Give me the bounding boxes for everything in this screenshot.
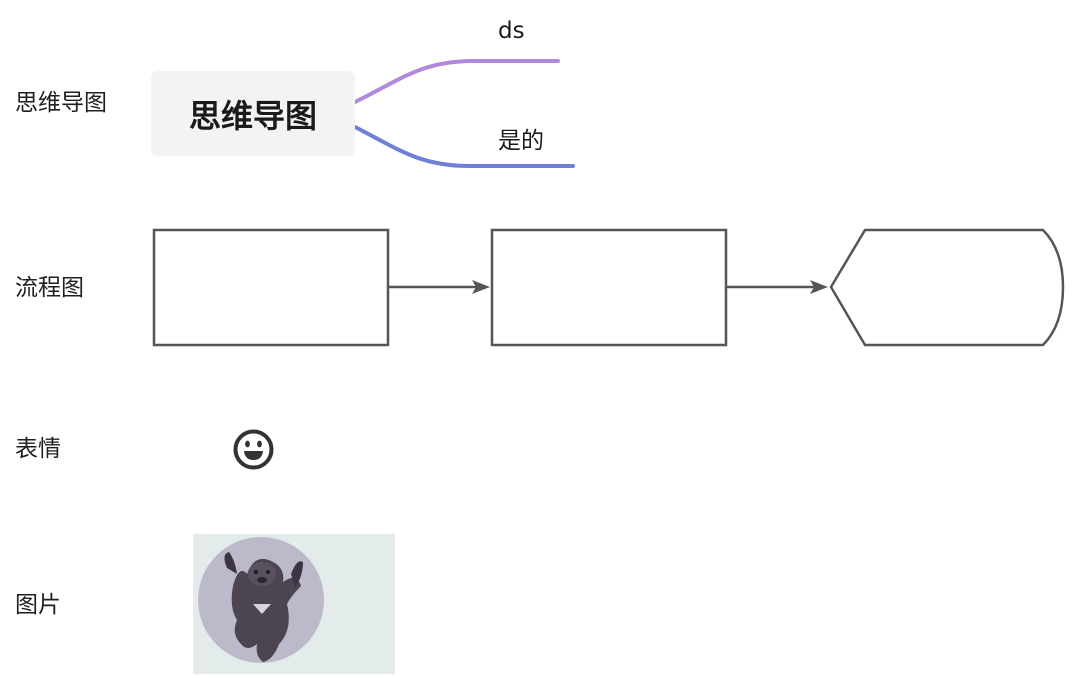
flow-arrowhead-1 <box>472 280 490 294</box>
flow-process-box-1[interactable] <box>152 228 390 347</box>
flow-process-box-2[interactable] <box>490 228 728 347</box>
label-emoji: 表情 <box>15 436 61 462</box>
mindmap-branch-1 <box>353 59 560 104</box>
mindmap-root-node[interactable]: 思维导图 <box>151 71 355 156</box>
label-mindmap: 思维导图 <box>15 90 107 116</box>
label-flowchart: 流程图 <box>15 275 84 301</box>
mindmap-branch-2 <box>353 125 575 168</box>
mindmap-child-node-2[interactable]: 是的 <box>498 128 544 154</box>
grinning-face-icon[interactable] <box>232 428 275 471</box>
mindmap-child-node-1[interactable]: ds <box>498 18 525 44</box>
bear-photo[interactable] <box>193 534 395 674</box>
flow-arrowhead-2 <box>810 280 828 294</box>
bear-image <box>193 534 395 674</box>
flow-display-shape[interactable] <box>829 228 1065 347</box>
label-image: 图片 <box>15 592 61 618</box>
